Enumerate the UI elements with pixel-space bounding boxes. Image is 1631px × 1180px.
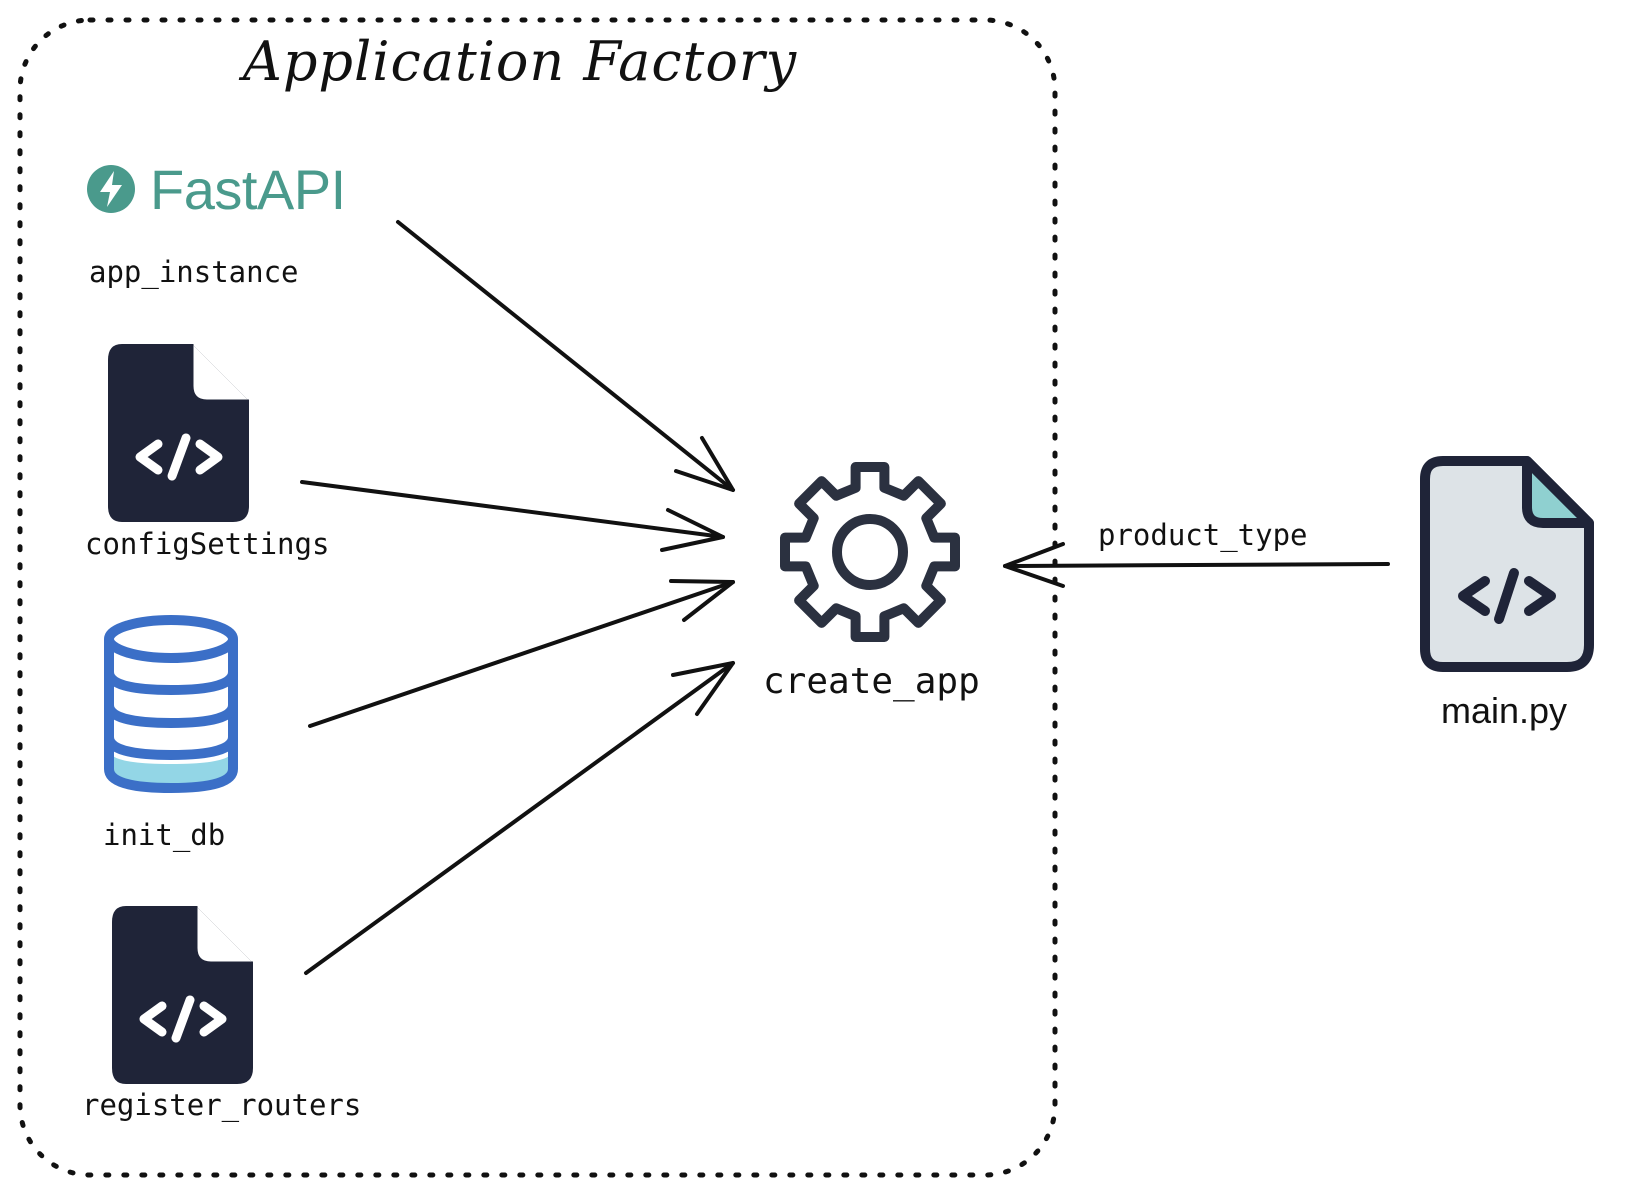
register-routers-node bbox=[110, 904, 255, 1090]
code-file-icon bbox=[112, 906, 253, 1084]
arrowhead-config-settings bbox=[660, 508, 725, 552]
edge-init-db-to-create-app bbox=[308, 580, 735, 728]
main-py-node bbox=[1419, 455, 1595, 677]
init-db-node bbox=[100, 612, 242, 800]
fastapi-logo-text: FastAPI bbox=[150, 157, 346, 221]
edge-app-instance-to-create-app bbox=[396, 220, 735, 492]
arrowhead-init-db bbox=[669, 579, 735, 622]
edge-register-routers-to-create-app bbox=[304, 661, 735, 975]
edge-main-to-create-app bbox=[1003, 562, 1390, 568]
create-app-node bbox=[780, 462, 960, 646]
code-file-icon bbox=[108, 344, 249, 522]
product-type-edge-label: product_type bbox=[1098, 518, 1308, 552]
register-routers-label: register_routers bbox=[82, 1088, 362, 1122]
config-settings-node bbox=[106, 342, 251, 528]
edge-config-settings-to-create-app bbox=[300, 480, 725, 539]
lightning-bolt-icon bbox=[87, 165, 135, 213]
code-file-icon bbox=[1420, 456, 1594, 672]
config-settings-label: configSettings bbox=[85, 527, 330, 561]
app-instance-label: app_instance bbox=[89, 255, 299, 289]
arrowhead-main bbox=[1003, 542, 1065, 588]
application-factory-group-border bbox=[17, 17, 1058, 1178]
group-title: Application Factory bbox=[242, 30, 798, 93]
database-icon bbox=[104, 615, 238, 793]
gear-icon bbox=[780, 462, 960, 642]
arrowhead-register-routers bbox=[671, 661, 735, 716]
create-app-label: create_app bbox=[763, 661, 980, 702]
arrowhead-app-instance bbox=[674, 436, 735, 492]
init-db-label: init_db bbox=[103, 818, 226, 852]
main-py-label: main.py bbox=[1441, 690, 1568, 731]
fastapi-logo: FastAPI bbox=[86, 157, 346, 221]
